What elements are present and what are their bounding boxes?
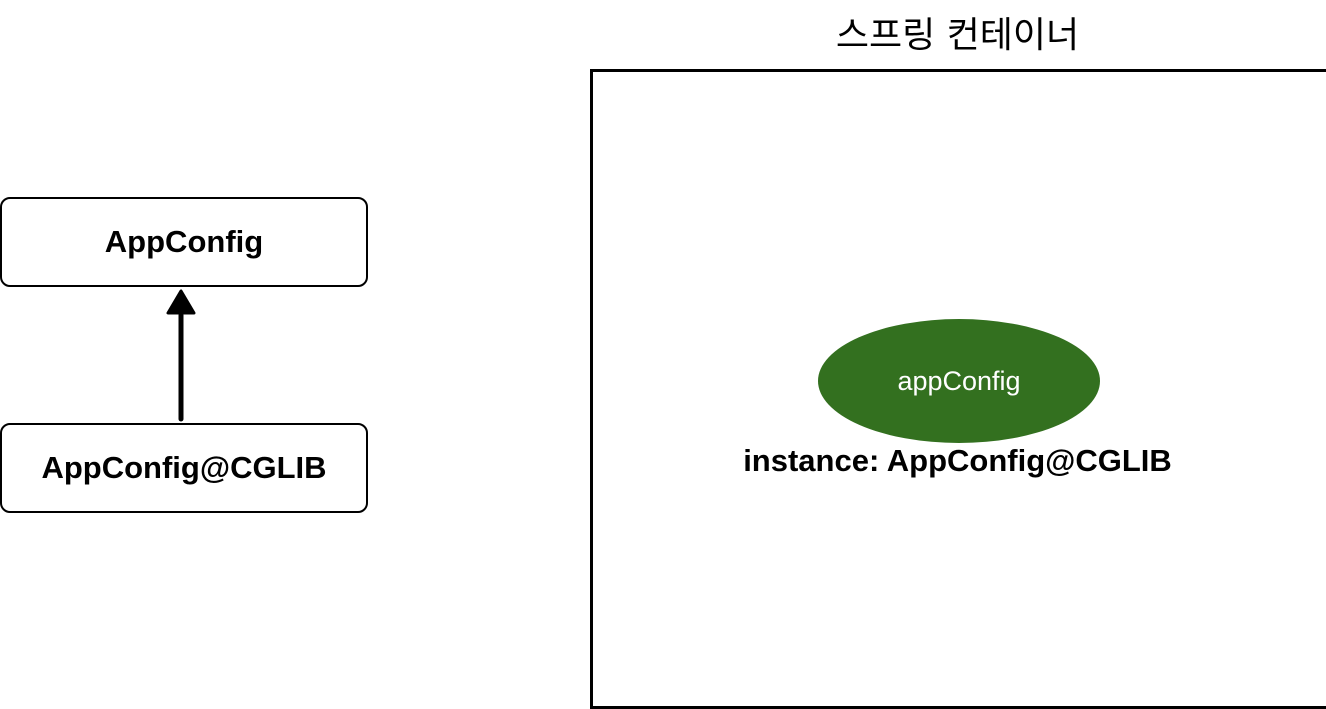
- appconfig-bean-ellipse: appConfig: [818, 319, 1100, 443]
- appconfig-class-label: AppConfig: [104, 224, 264, 259]
- appconfig-cglib-class-box: AppConfig@CGLIB: [0, 423, 368, 513]
- appconfig-class-box: AppConfig: [0, 197, 368, 287]
- inheritance-arrow: [166, 289, 196, 422]
- spring-container-title: 스프링 컨테이너: [835, 15, 1080, 56]
- inheritance-arrow-head: [166, 289, 196, 315]
- appconfig-bean-name: appConfig: [897, 365, 1021, 396]
- bean-instance-label: instance: AppConfig@CGLIB: [743, 443, 1172, 478]
- appconfig-cglib-class-label: AppConfig@CGLIB: [41, 450, 327, 485]
